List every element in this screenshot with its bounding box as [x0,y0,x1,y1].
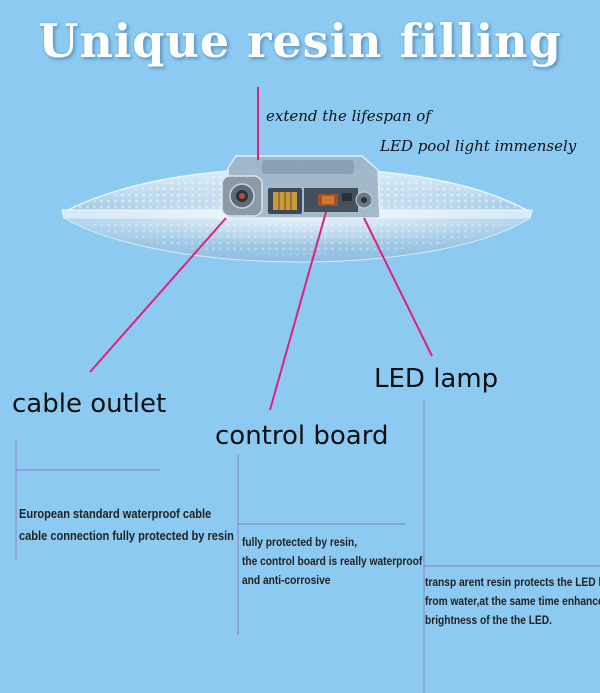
control-board-label: control board [215,421,389,451]
led-lamp-description: transp arent resin protects the LED lamp… [425,573,600,630]
cable-description-line: cable connection fully protected by resi… [19,528,234,543]
subtitle-line-2: LED pool light immensely [380,137,577,155]
led-description-line: from water,at the same time enhances the [425,594,600,608]
control-board-description: fully protected by resin, the control bo… [242,533,422,590]
control-description-line: the control board is really waterproof [242,554,423,568]
led-lamp-pointer-line [363,217,433,357]
cable-outlet-pointer-line [89,217,227,373]
led-description-line: brightness of the the LED. [425,613,552,627]
cable-description-line: European standard waterproof cable [19,506,212,521]
control-board-pointer-line [269,211,327,411]
cable-description: European standard waterproof cable cable… [19,503,234,547]
control-description-line: and anti-corrosive [242,573,331,587]
page-title: Unique resin filling [38,14,562,68]
led-lamp-label: LED lamp [374,364,499,394]
subtitle-line-1: extend the lifespan of [266,107,431,125]
control-description-line: fully protected by resin, [242,535,358,549]
cable-outlet-label: cable outlet [12,389,167,419]
led-description-line: transp arent resin protects the LED lamp [425,575,600,589]
